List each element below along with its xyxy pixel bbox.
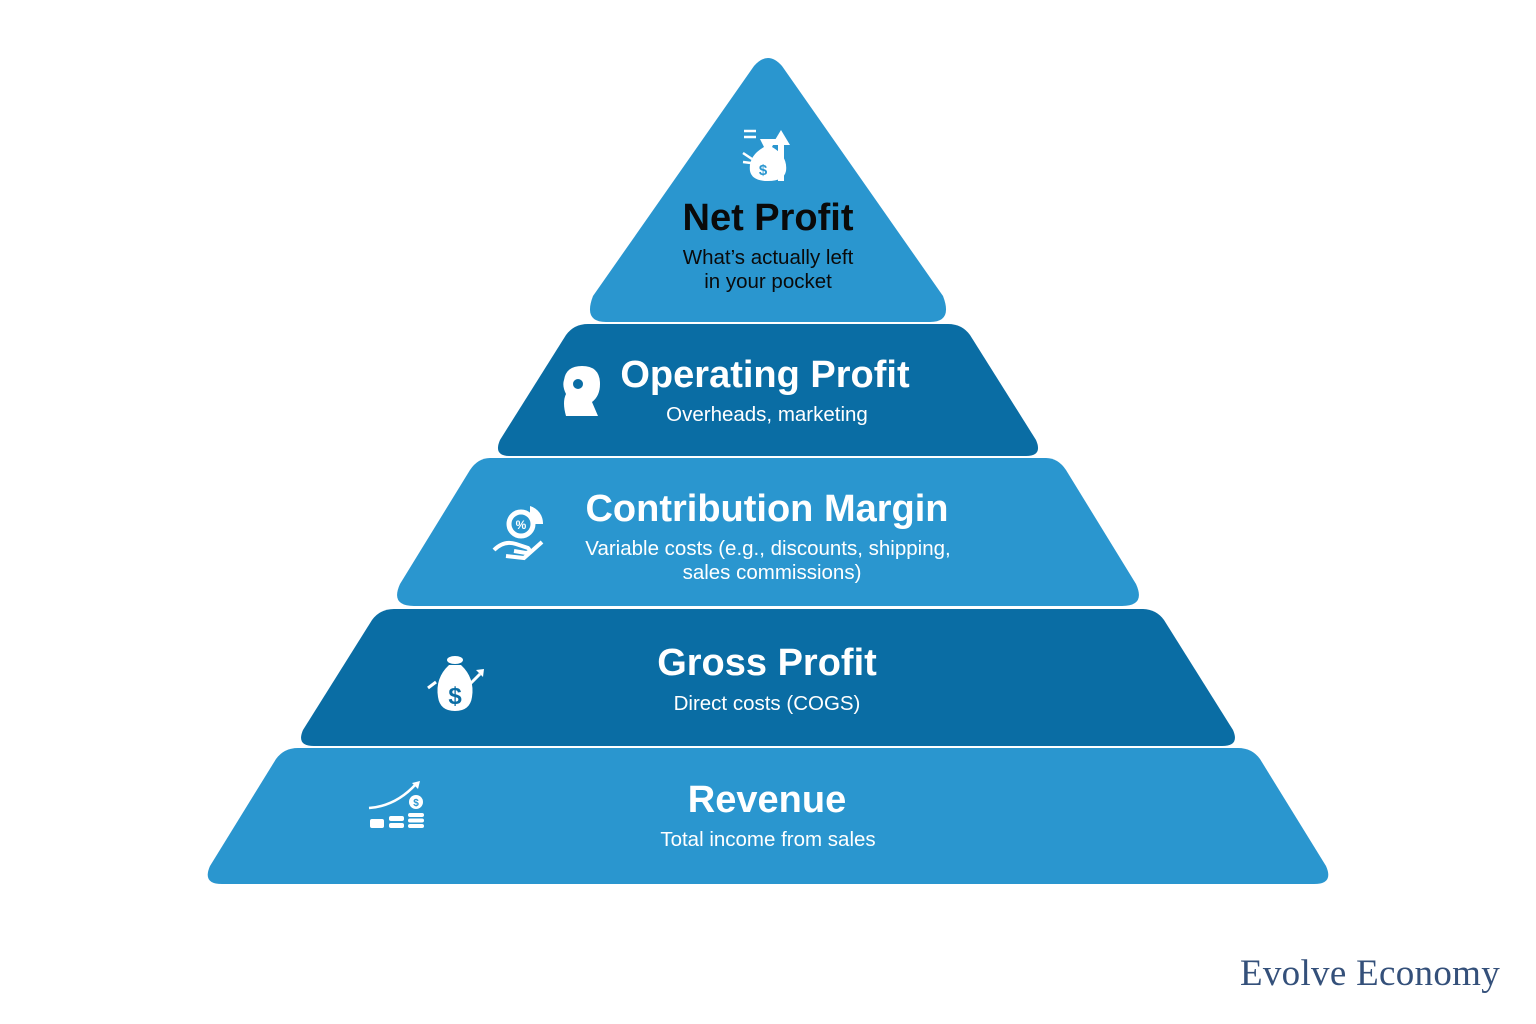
tier-revenue-shape (207, 748, 1329, 884)
tier-net-profit-title: Net Profit (683, 197, 854, 239)
tier-gross-profit-subtitle: Direct costs (COGS) (674, 692, 861, 715)
svg-text:$: $ (413, 798, 419, 809)
tier-revenue-subtitle: Total income from sales (660, 828, 875, 851)
tier-contribution-margin-shape (397, 458, 1139, 606)
tier-gross-profit-title: Gross Profit (657, 642, 877, 684)
tier-net-profit: $ Net Profit What’s actually left in you… (589, 58, 947, 322)
tier-operating-profit-shape (497, 324, 1039, 456)
svg-text:$: $ (448, 683, 462, 710)
tier-operating-profit: Operating Profit Overheads, marketing (497, 324, 1039, 456)
tier-gross-profit-shape (301, 609, 1235, 746)
svg-text:%: % (516, 518, 527, 532)
tier-net-profit-subtitle-line-1: What’s actually left (683, 246, 854, 269)
tier-gross-profit: $ Gross Profit Direct costs (COGS) (301, 609, 1235, 746)
money-bag-rising-arrow-icon: $ (742, 129, 790, 181)
svg-text:$: $ (759, 162, 768, 179)
tier-revenue: $ Revenue Total income from sales (207, 748, 1329, 884)
tier-contribution-margin-subtitle-line-1: Variable costs (e.g., discounts, shippin… (585, 537, 950, 560)
hand-percentage-chart-icon: % (492, 506, 544, 561)
dollar-bag-growth-icon: $ (427, 656, 484, 711)
tier-net-profit-shape (589, 58, 947, 322)
tier-contribution-margin: % Contribution Margin Variable costs (e.… (397, 458, 1139, 606)
tier-contribution-margin-subtitle-line-2: sales commissions) (683, 561, 862, 584)
tier-operating-profit-title: Operating Profit (620, 354, 910, 396)
tier-contribution-margin-title: Contribution Margin (585, 488, 948, 530)
tier-net-profit-subtitle-line-2: in your pocket (704, 270, 832, 293)
brand-wordmark: Evolve Economy (1239, 953, 1500, 994)
tier-operating-profit-subtitle: Overheads, marketing (666, 403, 868, 426)
coins-growth-chart-icon: $ (368, 781, 424, 828)
person-head-icon (563, 366, 600, 416)
tier-revenue-title: Revenue (688, 779, 846, 821)
